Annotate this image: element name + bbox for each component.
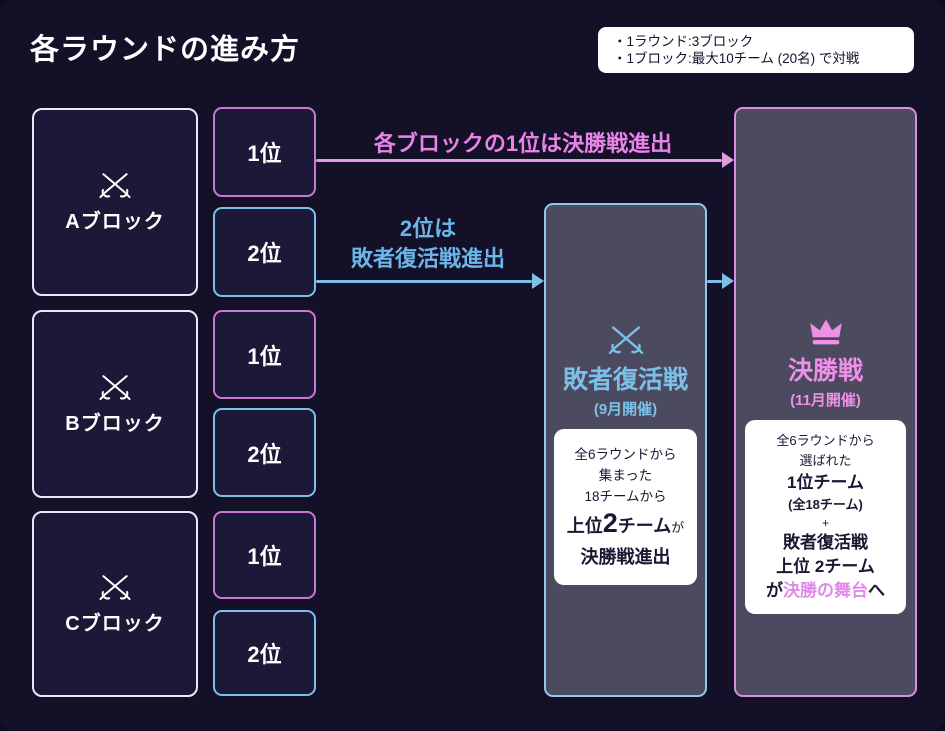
block-a-rank1-box: 1位 (213, 107, 316, 197)
block-b-box: Bブロック (32, 310, 198, 498)
revival-panel-title: 敗者復活戦 (562, 366, 688, 394)
block-a-box: Aブロック (32, 108, 198, 296)
revival-panel: 敗者復活戦 (9月開催) 全6ラウンドから 集まった 18チームから 上位2チー… (544, 203, 707, 697)
card-line: + (821, 516, 829, 530)
card-line: (全18チーム) (788, 497, 863, 512)
card-line: 1位チーム (787, 473, 864, 492)
block-b-rank2-box: 2位 (213, 408, 316, 497)
card-line: 全6ラウンドから (776, 433, 875, 448)
card-line: 上位 2チーム (776, 557, 875, 576)
finals-arrow-line (316, 159, 722, 162)
card-line: 選ばれた (799, 453, 852, 468)
info-line: ・1ラウンド:3ブロック (613, 34, 754, 49)
card-line-highlight: が決勝の舞台へ (766, 581, 885, 600)
finals-arrow-label: 各ブロックの1位は決勝戦進出 (373, 131, 673, 156)
finals-arrow-head-icon (722, 152, 734, 168)
block-b-rank1-box: 1位 (213, 310, 316, 399)
finals-panel: 決勝戦 (11月開催) 全6ラウンドから 選ばれた 1位チーム (全18チーム)… (734, 107, 917, 697)
block-c-box: Cブロック (32, 511, 198, 697)
round-info-box: ・1ラウンド:3ブロック ・1ブロック:最大10チーム (20名) で対戦 (598, 27, 914, 73)
card-line: 全6ラウンドから (574, 447, 677, 462)
block-c-rank1-box: 1位 (213, 511, 316, 599)
card-line: 決勝戦進出 (580, 547, 671, 567)
revival-arrow-line (316, 280, 532, 283)
info-line: ・1ブロック:最大10チーム (20名) で対戦 (613, 51, 860, 66)
crossed-swords-icon (99, 173, 131, 199)
revival-arrow-label: 2位は 敗者復活戦進出 (350, 216, 505, 271)
revival-panel-subtitle: (9月開催) (593, 401, 658, 418)
crown-icon (809, 319, 842, 345)
card-line: 集まった (598, 468, 653, 483)
crossed-swords-icon (99, 375, 131, 401)
block-label: Cブロック (65, 613, 165, 635)
revival-arrow-head-icon (532, 273, 544, 289)
card-line: 18チームから (584, 489, 667, 504)
block-c-rank2-box: 2位 (213, 610, 316, 696)
revival-detail-card: 全6ラウンドから 集まった 18チームから 上位2チームが 決勝戦進出 (554, 429, 697, 585)
block-a-rank2-box: 2位 (213, 207, 316, 297)
crossed-swords-icon (608, 326, 643, 354)
block-label: Aブロック (65, 211, 165, 233)
finals-panel-subtitle: (11月開催) (790, 392, 861, 409)
crossed-swords-icon (99, 575, 131, 601)
finals-panel-title: 決勝戦 (787, 357, 863, 385)
page-title: 各ラウンドの進み方 (30, 34, 301, 66)
finals-detail-card: 全6ラウンドから 選ばれた 1位チーム (全18チーム) + 敗者復活戦 上位 … (745, 420, 906, 614)
card-line: 敗者復活戦 (783, 533, 868, 552)
revival-to-finals-arrow-head-icon (722, 273, 734, 289)
card-line-emphasis: 上位2チームが (566, 508, 685, 538)
revival-to-finals-arrow-line (707, 280, 722, 283)
block-label: Bブロック (65, 413, 165, 435)
